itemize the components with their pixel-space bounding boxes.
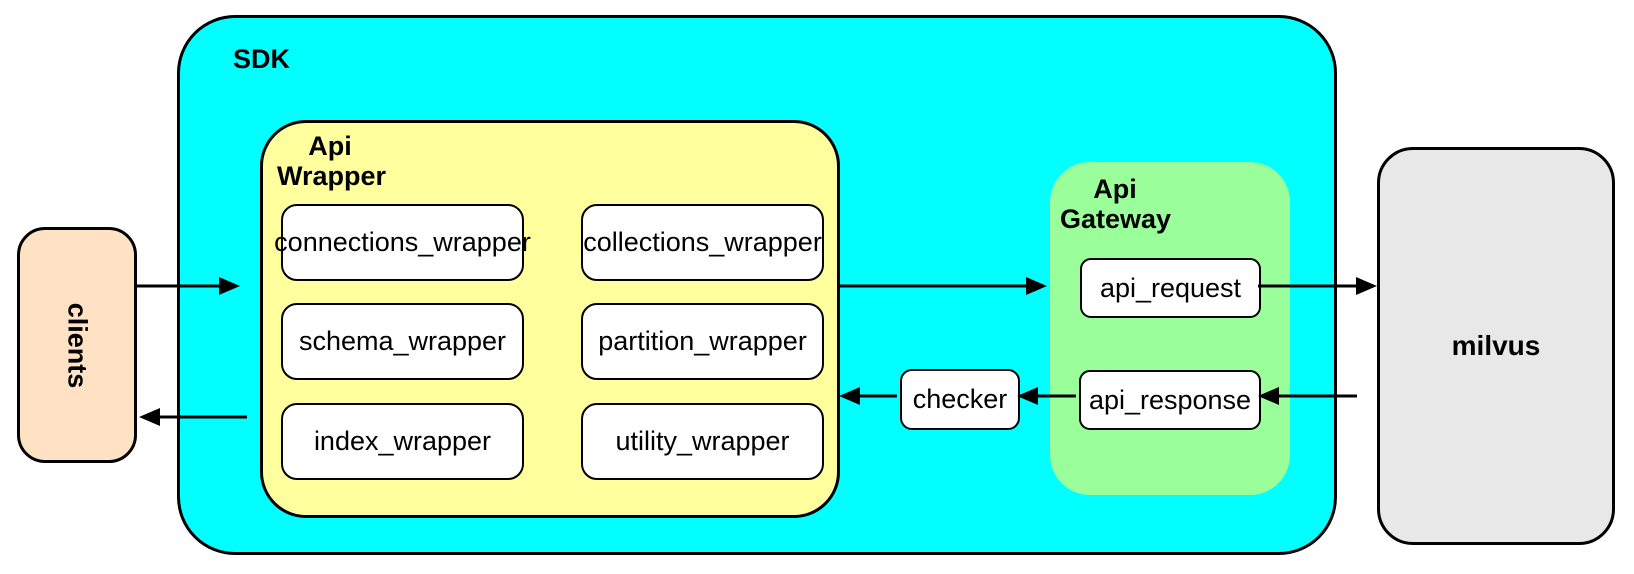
utility-wrapper-box: utility_wrapper: [581, 403, 824, 480]
api-gateway-label: Api Gateway: [1060, 174, 1172, 234]
sdk-label: SDK: [233, 44, 291, 74]
api-wrapper-label-line1: Api: [308, 131, 352, 161]
checker-box: checker: [900, 369, 1020, 430]
milvus-box: milvus: [1377, 147, 1615, 545]
clients-box: clients: [17, 227, 137, 463]
index-wrapper-box: index_wrapper: [281, 403, 524, 480]
collections-wrapper-box: collections_wrapper: [581, 204, 824, 281]
api-gateway-label-line1: Api: [1093, 174, 1137, 204]
connections-wrapper-box: connections_wrapper: [274, 204, 531, 281]
clients-label: clients: [62, 302, 93, 388]
api-gateway-label-line2: Gateway: [1060, 204, 1172, 234]
sdk-container: SDK Api Wrapper connections_wrapper coll…: [177, 15, 1337, 555]
api-gateway-container: Api Gateway api_request api_response: [1050, 162, 1290, 495]
api-wrapper-label-line2: Wrapper: [277, 161, 387, 191]
api-wrapper-container: Api Wrapper connections_wrapper collecti…: [260, 120, 840, 518]
api-request-box: api_request: [1080, 258, 1261, 318]
api-wrapper-label: Api Wrapper: [277, 131, 387, 191]
schema-wrapper-box: schema_wrapper: [281, 303, 524, 380]
partition-wrapper-box: partition_wrapper: [581, 303, 824, 380]
milvus-label: milvus: [1451, 330, 1541, 361]
api-response-box: api_response: [1079, 370, 1261, 430]
